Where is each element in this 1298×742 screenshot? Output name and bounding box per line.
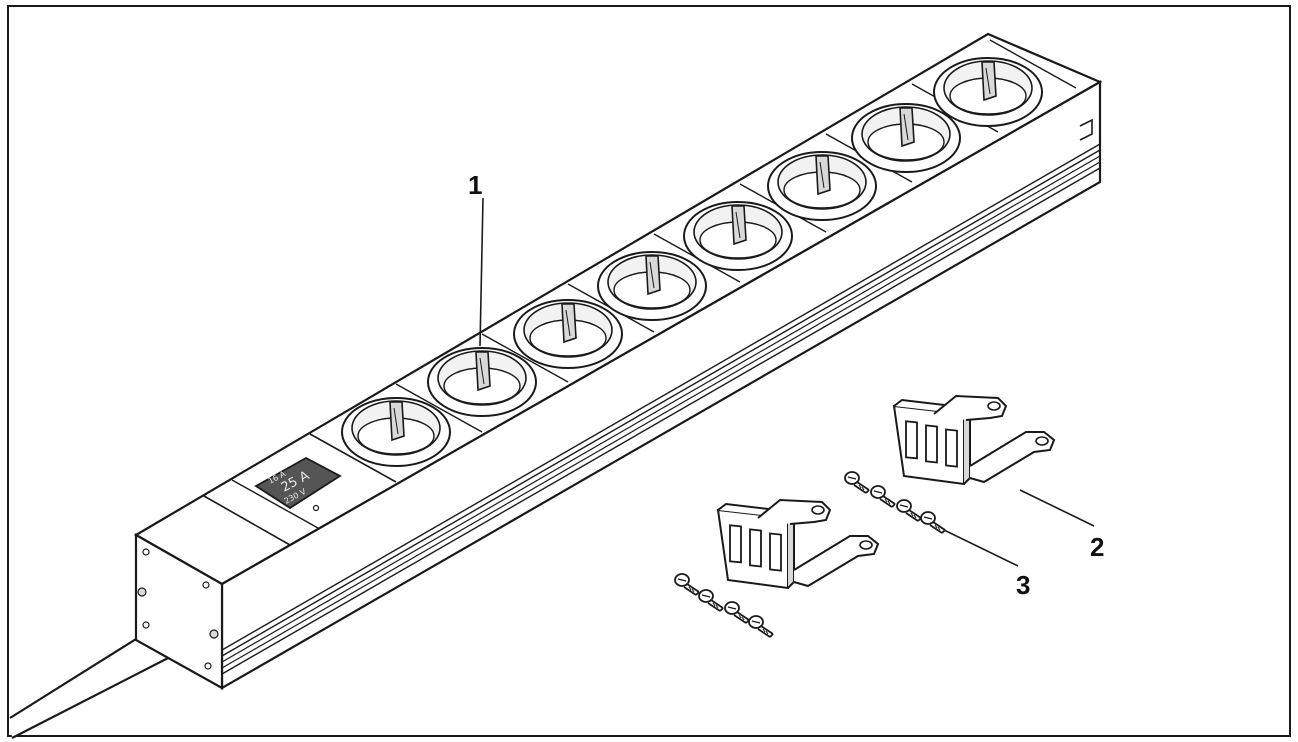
socket-3	[513, 299, 623, 369]
strip-grooves	[221, 143, 1101, 675]
callout-label-1: 1	[468, 170, 482, 200]
callout-label-3: 3	[1016, 570, 1030, 600]
socket-4	[597, 251, 707, 321]
leader-line-1	[479, 197, 484, 347]
power-strip: 16 A 25 A 230 V	[133, 32, 1103, 690]
breaker-display: 16 A 25 A 230 V	[254, 456, 342, 512]
end-cap-screw-icon	[202, 581, 210, 589]
socket-1	[341, 397, 451, 467]
socket-5	[683, 201, 793, 271]
end-cap-screw-icon	[142, 621, 150, 629]
socket-7	[851, 103, 961, 173]
indicator-led-icon	[312, 504, 320, 512]
strip-end-cap	[134, 533, 224, 690]
end-cap-screw-icon	[209, 629, 219, 639]
end-cap-screw-icon	[204, 662, 212, 670]
leader-lines	[479, 197, 1095, 567]
socket-8	[933, 57, 1043, 127]
end-cap-screw-icon	[137, 587, 147, 597]
leader-line-2	[1019, 489, 1095, 527]
callout-label-2: 2	[1090, 532, 1104, 562]
leader-line-3	[943, 529, 1019, 567]
end-cap-screw-icon	[142, 548, 150, 556]
socket-2	[427, 347, 537, 417]
socket-6	[767, 151, 877, 221]
